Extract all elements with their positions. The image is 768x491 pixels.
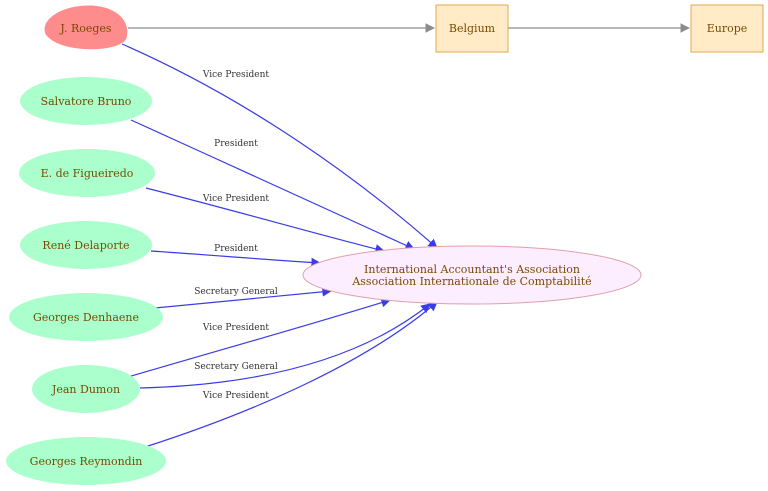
node-dumon[interactable]: Jean Dumon — [32, 365, 140, 413]
edge-label-roeges: Vice President — [202, 70, 270, 80]
node-figueiredo-label: E. de Figueiredo — [41, 167, 134, 180]
edge-dumon-sg-association — [139, 303, 431, 389]
edge-figueiredo-association — [145, 187, 385, 254]
node-dumon-label: Jean Dumon — [51, 383, 120, 396]
node-roeges-label: J. Roeges — [59, 22, 112, 35]
node-reymondin[interactable]: Georges Reymondin — [6, 437, 166, 485]
node-belgium[interactable]: Belgium — [435, 4, 509, 53]
edge-delaporte-association — [150, 250, 321, 268]
node-dumon-shape — [32, 365, 140, 413]
edge-bruno-association — [130, 119, 415, 250]
node-belgium-label: Belgium — [449, 22, 496, 35]
node-denhaene-label: Georges Denhaene — [33, 311, 139, 324]
edge-reymondin-association — [144, 301, 438, 448]
node-association-label-line1: International Accountant's Association — [364, 263, 580, 276]
node-figueiredo[interactable]: E. de Figueiredo — [19, 149, 155, 197]
node-bruno-shape — [20, 77, 152, 125]
node-bruno-label: Salvatore Bruno — [41, 95, 132, 108]
edge-label-bruno: President — [214, 139, 258, 149]
node-denhaene-shape — [9, 293, 163, 341]
edge-label-denhaene: Secretary General — [194, 287, 278, 297]
node-belgium-shape — [435, 4, 509, 53]
edge-label-delaporte: President — [214, 244, 258, 254]
node-denhaene[interactable]: Georges Denhaene — [9, 293, 163, 341]
edge-denhaene-association — [154, 287, 332, 309]
node-figueiredo-shape — [19, 149, 155, 197]
edge-dumon-vp-association — [127, 298, 391, 378]
edge-roeges-association — [121, 43, 438, 249]
node-europe-label: Europe — [707, 22, 748, 35]
node-europe[interactable]: Europe — [690, 4, 764, 53]
node-association-label-line2: Association Internationale de Comptabili… — [351, 275, 591, 288]
edge-label-dumon-sg: Secretary General — [194, 362, 278, 372]
node-delaporte-label: René Delaporte — [42, 239, 129, 252]
edge-label-figueiredo: Vice President — [202, 194, 270, 204]
node-reymondin-shape — [6, 437, 166, 485]
node-europe-shape — [690, 4, 764, 53]
node-association-shape — [302, 245, 642, 305]
node-reymondin-label: Georges Reymondin — [30, 455, 143, 468]
edge-label-reymondin: Vice President — [202, 391, 270, 401]
node-roeges[interactable]: J. Roeges — [44, 5, 128, 50]
edge-label-dumon-vp: Vice President — [202, 323, 270, 333]
node-roeges-shape — [44, 5, 128, 50]
node-association[interactable]: International Accountant's Association A… — [302, 245, 642, 305]
node-delaporte[interactable]: René Delaporte — [20, 221, 152, 269]
node-delaporte-shape — [20, 221, 152, 269]
node-bruno[interactable]: Salvatore Bruno — [20, 77, 152, 125]
